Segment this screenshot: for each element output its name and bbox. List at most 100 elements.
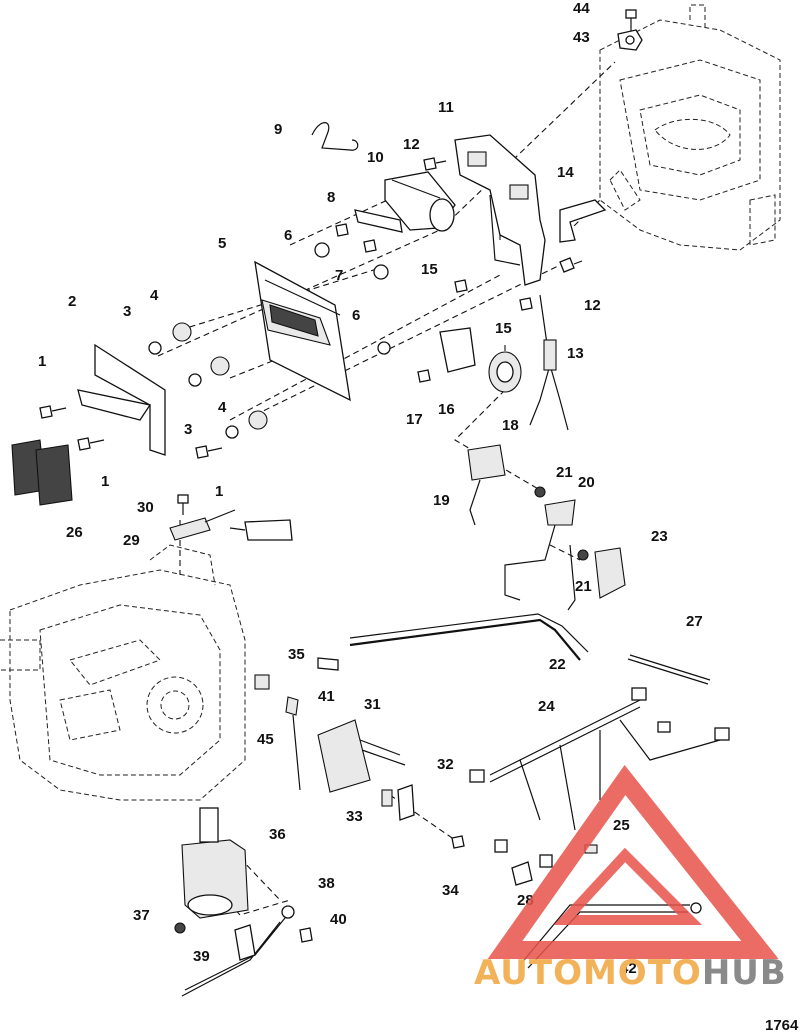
callout-25: 25 xyxy=(613,817,630,834)
callout-4-b: 4 xyxy=(218,399,227,416)
screw-12-top xyxy=(423,157,447,171)
capacitor-10 xyxy=(384,171,456,232)
grommet-4-b xyxy=(210,356,230,376)
callout-1-b: 1 xyxy=(101,473,109,490)
callout-30: 30 xyxy=(137,499,154,516)
sensor-29 xyxy=(169,509,236,541)
spark-plug-cap-20 xyxy=(544,499,576,526)
callout-12-a: 12 xyxy=(403,136,420,153)
watermark-triangle-inner xyxy=(553,847,703,925)
callout-9: 9 xyxy=(274,121,282,138)
callout-27: 27 xyxy=(686,613,703,630)
screw-40 xyxy=(299,927,313,943)
hose-22 xyxy=(349,618,581,661)
plate-8 xyxy=(354,209,403,233)
callout-6-b: 6 xyxy=(352,307,360,324)
washer-3-b xyxy=(188,373,202,387)
callout-24: 24 xyxy=(538,698,555,715)
callout-22: 22 xyxy=(549,656,566,673)
callout-12-b: 12 xyxy=(584,297,601,314)
connector-28 xyxy=(511,861,533,886)
callout-21-a: 21 xyxy=(556,464,573,481)
watermark-triangle-outer xyxy=(487,764,779,959)
crankcase-block-lower xyxy=(0,544,246,801)
callout-14: 14 xyxy=(557,164,574,181)
lead-wire xyxy=(504,524,556,601)
mounting-bracket-11 xyxy=(454,134,546,286)
screw-34 xyxy=(451,835,465,849)
bracket-16 xyxy=(439,327,476,373)
grommet-6-top xyxy=(314,242,330,258)
callout-3-a: 3 xyxy=(123,303,131,320)
callout-45: 45 xyxy=(257,731,274,748)
lead-wire-b xyxy=(567,544,576,611)
bolt-44 xyxy=(625,9,637,32)
nut-37 xyxy=(174,922,186,934)
boot-18 xyxy=(488,351,522,393)
callout-43: 43 xyxy=(573,29,590,46)
bracket-2 xyxy=(77,343,166,456)
hose-22-b xyxy=(349,613,589,653)
callout-17: 17 xyxy=(406,411,423,428)
callout-33: 33 xyxy=(346,808,363,825)
callout-18: 18 xyxy=(502,417,519,434)
grommet-4-c xyxy=(248,410,268,430)
callout-41: 41 xyxy=(318,688,335,705)
starter-36 xyxy=(181,807,249,919)
bracket-14 xyxy=(559,199,607,243)
grease-tube-6 xyxy=(229,519,293,541)
callout-38: 38 xyxy=(318,875,335,892)
connector-26 xyxy=(11,439,73,506)
washer-3-c xyxy=(225,425,239,439)
callout-7: 7 xyxy=(335,267,343,284)
sender-45 xyxy=(285,696,301,791)
callout-42: 42 xyxy=(620,960,637,977)
callout-15-b: 15 xyxy=(495,320,512,337)
nut-21-b xyxy=(577,549,589,561)
callout-4-a: 4 xyxy=(150,287,159,304)
callout-26: 26 xyxy=(66,524,83,541)
callout-40: 40 xyxy=(330,911,347,928)
callout-15-a: 15 xyxy=(421,261,438,278)
watermark-text: AUTOMOTOHUB xyxy=(474,953,787,993)
screw-12-right xyxy=(559,257,583,273)
screws-15 xyxy=(454,279,533,311)
coil-19 xyxy=(467,444,506,526)
grommet-6-lower xyxy=(377,341,391,355)
sensor-35 xyxy=(254,674,270,690)
callout-10: 10 xyxy=(367,149,384,166)
callout-8: 8 xyxy=(327,189,335,206)
grommet-6-right xyxy=(373,264,389,280)
callout-39: 39 xyxy=(193,948,210,965)
callout-3-b: 3 xyxy=(184,421,192,438)
watermark-suffix: HUB xyxy=(702,953,787,993)
spacer-33 xyxy=(381,789,393,807)
retainer-spring-9 xyxy=(311,122,359,151)
callout-2: 2 xyxy=(68,293,76,310)
screws-7 xyxy=(335,223,377,253)
callout-5: 5 xyxy=(218,235,226,252)
callout-31: 31 xyxy=(364,696,381,713)
callout-23: 23 xyxy=(651,528,668,545)
callout-29: 29 xyxy=(123,532,140,549)
watermark-prefix: AUTOMOTO xyxy=(474,953,702,993)
callout-19: 19 xyxy=(433,492,450,509)
nut-21-a xyxy=(534,486,546,498)
callout-21-b: 21 xyxy=(575,578,592,595)
callout-32: 32 xyxy=(437,756,454,773)
screw-30 xyxy=(177,494,189,515)
callout-20: 20 xyxy=(578,474,595,491)
powerhead-block-upper xyxy=(599,4,781,251)
grommet-4-a xyxy=(172,322,192,342)
harness-24 xyxy=(469,687,730,868)
cable-tie-27 xyxy=(627,654,711,685)
figure-number: 1764 xyxy=(765,1017,799,1034)
bracket-39 xyxy=(234,924,256,961)
callout-13: 13 xyxy=(567,345,584,362)
screws-1 xyxy=(39,405,223,459)
washer-3-a xyxy=(148,341,162,355)
callout-37: 37 xyxy=(133,907,150,924)
clip-43 xyxy=(617,29,643,51)
callout-6-a: 6 xyxy=(284,227,292,244)
